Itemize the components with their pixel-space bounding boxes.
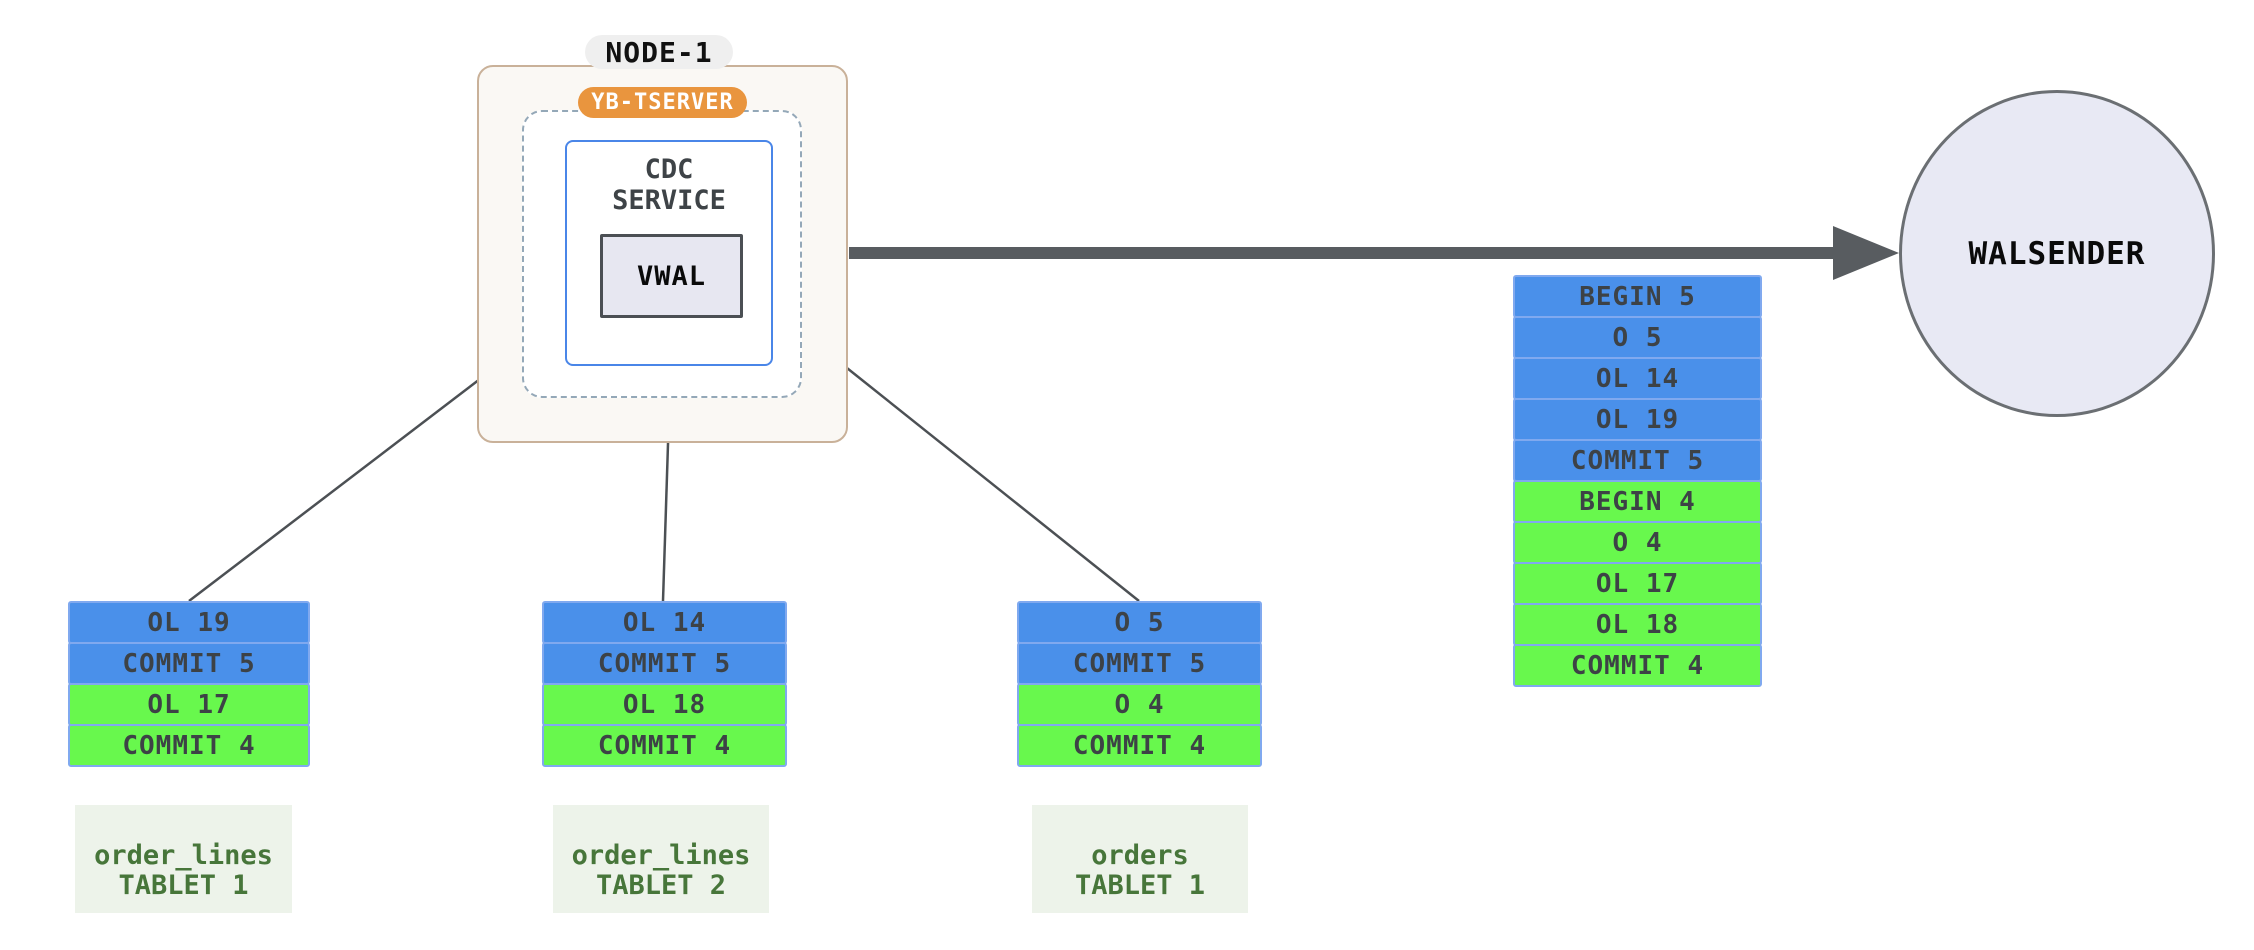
merged-stream-stack: BEGIN 5 O 5 OL 14 OL 19 COMMIT 5 BEGIN 4… bbox=[1513, 275, 1762, 687]
log-row: OL 14 bbox=[542, 601, 787, 644]
tablet1-table-name: order_lines bbox=[94, 840, 273, 871]
node-label: NODE-1 bbox=[585, 35, 733, 69]
tablet3-table-name: orders bbox=[1091, 840, 1189, 871]
tablet2-label: order_lines TABLET 2 bbox=[553, 805, 769, 913]
log-row: OL 18 bbox=[542, 683, 787, 726]
tablet3-log-stack: O 5 COMMIT 5 O 4 COMMIT 4 bbox=[1017, 601, 1262, 767]
tablet1-tablet-name: TABLET 1 bbox=[118, 870, 249, 901]
walsender-circle: WALSENDER bbox=[1899, 90, 2215, 417]
log-row: OL 19 bbox=[1513, 398, 1762, 441]
tablet3-tablet-name: TABLET 1 bbox=[1074, 870, 1206, 901]
log-row: O 5 bbox=[1513, 316, 1762, 359]
log-row: OL 17 bbox=[1513, 562, 1762, 605]
log-row: OL 18 bbox=[1513, 603, 1762, 646]
log-row: OL 19 bbox=[68, 601, 310, 644]
tablet2-tablet-name: TABLET 2 bbox=[595, 870, 727, 901]
log-row: O 4 bbox=[1513, 521, 1762, 564]
log-row: COMMIT 5 bbox=[1017, 642, 1262, 685]
vwal-box: VWAL bbox=[600, 234, 743, 318]
log-row: COMMIT 4 bbox=[1513, 644, 1762, 687]
tablet1-log-stack: OL 19 COMMIT 5 OL 17 COMMIT 4 bbox=[68, 601, 310, 767]
tablet3-label: orders TABLET 1 bbox=[1032, 805, 1248, 913]
arrow-vwal-to-walsender bbox=[849, 226, 1899, 280]
tablet2-table-name: order_lines bbox=[571, 840, 751, 871]
log-row: COMMIT 5 bbox=[1513, 439, 1762, 482]
log-row: O 5 bbox=[1017, 601, 1262, 644]
cdc-service-label-line1: CDC bbox=[644, 154, 694, 185]
log-row: COMMIT 5 bbox=[68, 642, 310, 685]
log-row: O 4 bbox=[1017, 683, 1262, 726]
tablet1-label: order_lines TABLET 1 bbox=[75, 805, 292, 913]
log-row: COMMIT 5 bbox=[542, 642, 787, 685]
log-row: BEGIN 4 bbox=[1513, 480, 1762, 523]
tablet2-log-stack: OL 14 COMMIT 5 OL 18 COMMIT 4 bbox=[542, 601, 787, 767]
log-row: COMMIT 4 bbox=[1017, 724, 1262, 767]
log-row: OL 17 bbox=[68, 683, 310, 726]
yb-tserver-badge: YB-TSERVER bbox=[578, 87, 747, 118]
log-row: COMMIT 4 bbox=[68, 724, 310, 767]
log-row: BEGIN 5 bbox=[1513, 275, 1762, 318]
log-row: COMMIT 4 bbox=[542, 724, 787, 767]
log-row: OL 14 bbox=[1513, 357, 1762, 400]
cdc-service-label-line2: SERVICE bbox=[612, 185, 726, 216]
